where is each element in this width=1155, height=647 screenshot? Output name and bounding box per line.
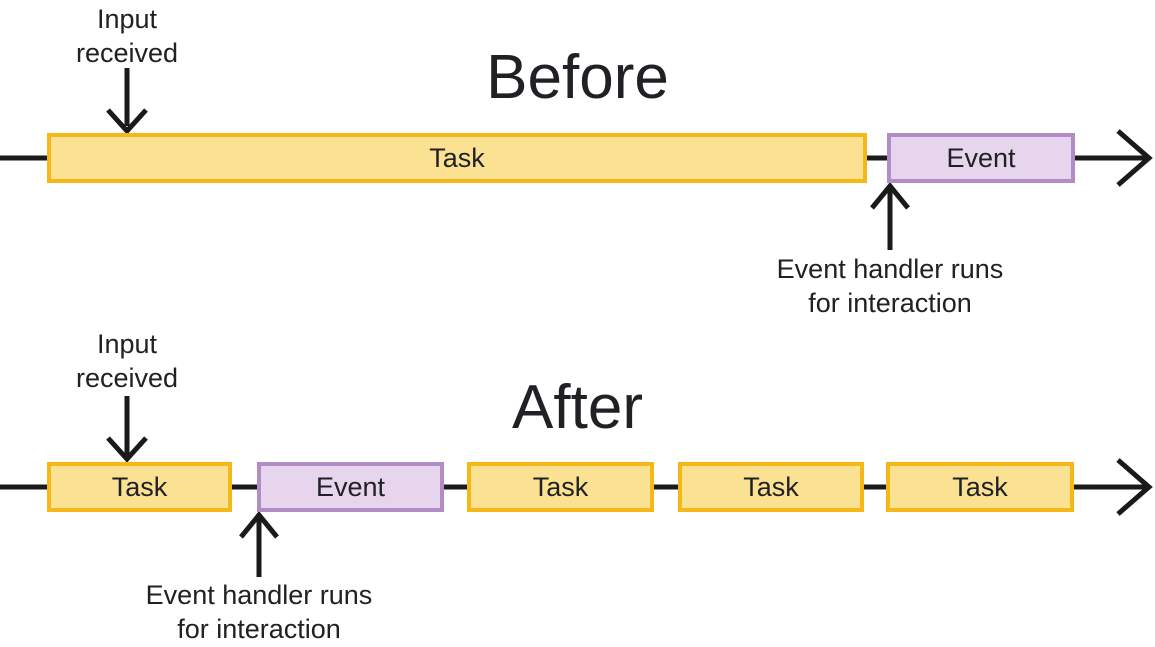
task-box-after-2: Task <box>467 462 654 512</box>
timeline-after-arrowhead-icon <box>1116 458 1153 516</box>
input-arrow-after-icon <box>106 396 148 463</box>
event-box-before: Event <box>887 133 1075 183</box>
event-box-label: Event <box>315 471 386 502</box>
timeline-before-arrowhead-icon <box>1116 129 1153 187</box>
task-box-after-3: Task <box>678 462 864 512</box>
task-box-label: Task <box>743 471 799 502</box>
event-handler-label-before: Event handler runs for interaction <box>776 254 1004 318</box>
task-box-label: Task <box>111 471 168 502</box>
input-received-label-before: Input received <box>75 4 179 68</box>
input-received-label-after: Input received <box>75 329 179 393</box>
task-box-after-4: Task <box>886 462 1074 512</box>
task-box-label: Task <box>429 142 485 173</box>
timeline-after <box>0 458 1153 516</box>
after-title: After <box>512 373 643 442</box>
event-box-after: Event <box>257 462 444 512</box>
event-handler-label-after: Event handler runs for interaction <box>145 580 373 644</box>
timeline-before <box>0 129 1153 187</box>
input-arrow-before-icon <box>106 68 148 135</box>
event-box-label: Event <box>946 142 1016 173</box>
before-title: Before <box>486 43 669 112</box>
handler-arrow-before-icon <box>870 182 910 250</box>
task-box-label: Task <box>532 471 589 502</box>
task-box-label: Task <box>952 471 1008 502</box>
task-box-after-1: Task <box>47 462 232 512</box>
task-box-before: Task <box>47 133 867 183</box>
handler-arrow-after-icon <box>239 511 279 577</box>
